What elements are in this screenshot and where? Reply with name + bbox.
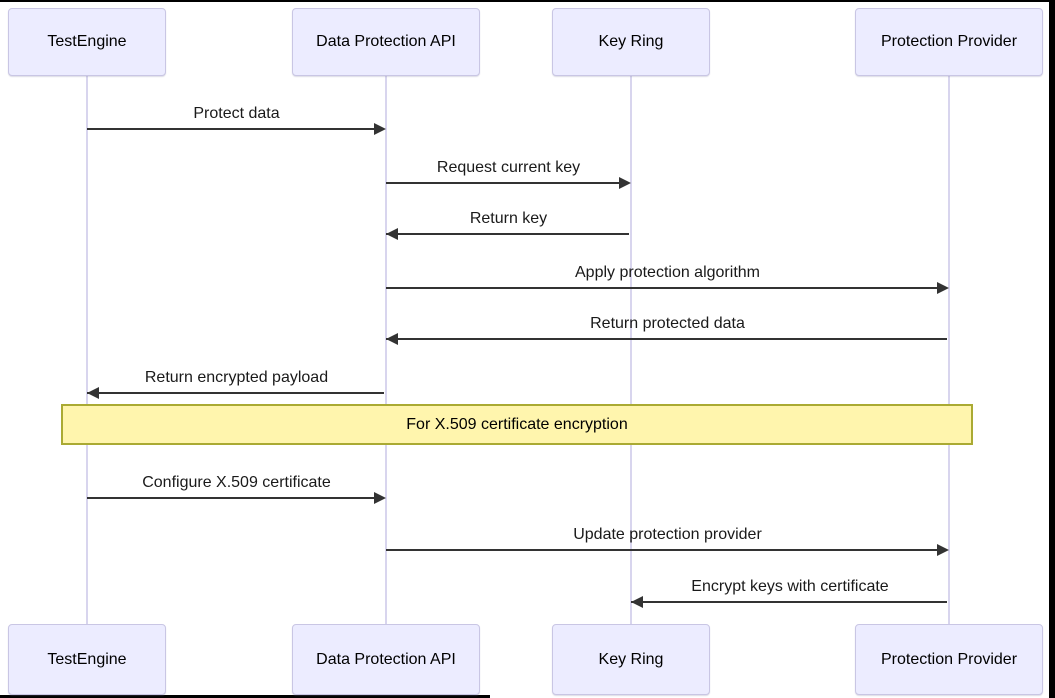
message-line-apply-protection-algorithm xyxy=(386,287,947,289)
message-line-return-protected-data xyxy=(386,338,947,340)
actor-bottom-key-ring: Key Ring xyxy=(552,624,710,695)
message-label-return-protected-data: Return protected data xyxy=(590,315,745,332)
actor-top-testengine: TestEngine xyxy=(8,8,166,76)
screen-edge-right xyxy=(1049,0,1055,698)
lifeline-data-protection-api xyxy=(385,76,387,624)
message-line-configure-x-509-certificate xyxy=(87,497,384,499)
message-label-configure-x-509-certificate: Configure X.509 certificate xyxy=(142,474,331,491)
arrowhead-left-icon xyxy=(386,228,398,240)
actor-top-data-protection-api: Data Protection API xyxy=(292,8,480,76)
note-x509-certificate-encryption: For X.509 certificate encryption xyxy=(61,404,973,445)
actor-bottom-protection-provider: Protection Provider xyxy=(855,624,1043,695)
arrowhead-right-icon xyxy=(374,492,386,504)
message-line-update-protection-provider xyxy=(386,549,947,551)
message-line-return-encrypted-payload xyxy=(87,392,384,394)
screen-edge-bottom xyxy=(0,695,490,698)
arrowhead-right-icon xyxy=(937,544,949,556)
lifeline-protection-provider xyxy=(948,76,950,624)
actor-top-key-ring: Key Ring xyxy=(552,8,710,76)
arrowhead-left-icon xyxy=(386,333,398,345)
message-label-return-key: Return key xyxy=(469,210,548,227)
message-label-apply-protection-algorithm: Apply protection algorithm xyxy=(575,264,760,281)
message-label-request-current-key: Request current key xyxy=(436,159,581,176)
message-label-update-protection-provider: Update protection provider xyxy=(573,526,762,543)
actor-top-protection-provider: Protection Provider xyxy=(855,8,1043,76)
lifeline-testengine xyxy=(86,76,88,624)
arrowhead-right-icon xyxy=(937,282,949,294)
message-label-protect-data: Protect data xyxy=(193,105,280,122)
message-label-return-encrypted-payload: Return encrypted payload xyxy=(144,369,329,386)
arrowhead-right-icon xyxy=(374,123,386,135)
actor-bottom-data-protection-api: Data Protection API xyxy=(292,624,480,695)
arrowhead-left-icon xyxy=(87,387,99,399)
screen-edge-top xyxy=(0,0,1055,2)
actor-bottom-testengine: TestEngine xyxy=(8,624,166,695)
message-line-protect-data xyxy=(87,128,384,130)
arrowhead-left-icon xyxy=(631,596,643,608)
message-line-request-current-key xyxy=(386,182,629,184)
arrowhead-right-icon xyxy=(619,177,631,189)
message-line-encrypt-keys-with-certificate xyxy=(631,601,947,603)
lifeline-key-ring xyxy=(630,76,632,624)
message-label-encrypt-keys-with-certificate: Encrypt keys with certificate xyxy=(691,578,889,595)
message-line-return-key xyxy=(386,233,629,235)
